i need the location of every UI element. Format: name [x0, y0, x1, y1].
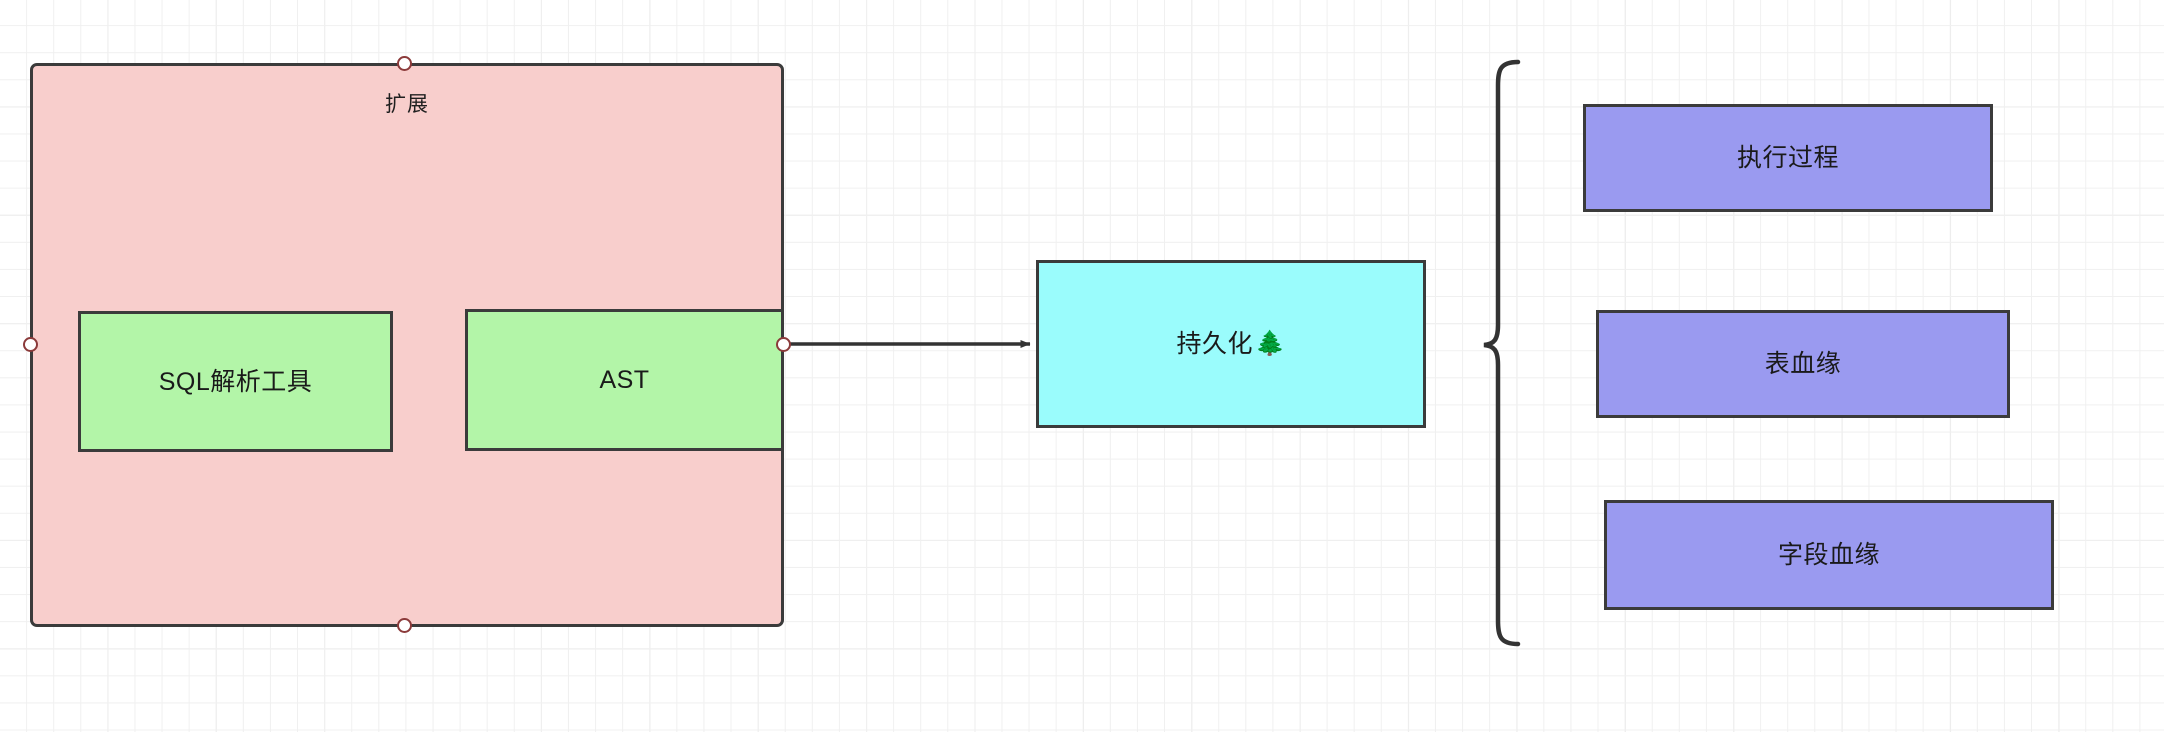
connection-handle-right[interactable]	[776, 337, 791, 352]
node-field-lineage-label: 字段血缘	[1777, 541, 1880, 569]
node-exec-process[interactable]: 执行过程	[1583, 104, 1993, 212]
curly-brace	[1483, 59, 1521, 647]
node-table-lineage[interactable]: 表血缘	[1596, 310, 2010, 418]
node-sql-parser-label: SQL解析工具	[158, 367, 313, 396]
node-persistence-label: 持久化	[1176, 330, 1254, 358]
node-sql-parser[interactable]: SQL解析工具	[78, 311, 393, 452]
node-persistence[interactable]: 持久化 🌲	[1036, 260, 1426, 428]
node-ast-label: AST	[599, 366, 650, 394]
connection-handle-top[interactable]	[397, 56, 412, 71]
node-ast[interactable]: AST	[465, 309, 784, 451]
connection-handle-left[interactable]	[23, 337, 38, 352]
group-label: 扩展	[385, 93, 429, 116]
evergreen-tree-icon: 🌲	[1255, 330, 1286, 357]
group-container-extension[interactable]: 扩展 SQL解析工具 AST	[30, 63, 784, 627]
node-table-lineage-label: 表血缘	[1764, 350, 1842, 378]
node-exec-process-label: 执行过程	[1736, 144, 1839, 172]
node-field-lineage[interactable]: 字段血缘	[1604, 500, 2054, 610]
node-persistence-label-wrap: 持久化 🌲	[1177, 329, 1286, 359]
connection-handle-bottom[interactable]	[397, 618, 412, 633]
